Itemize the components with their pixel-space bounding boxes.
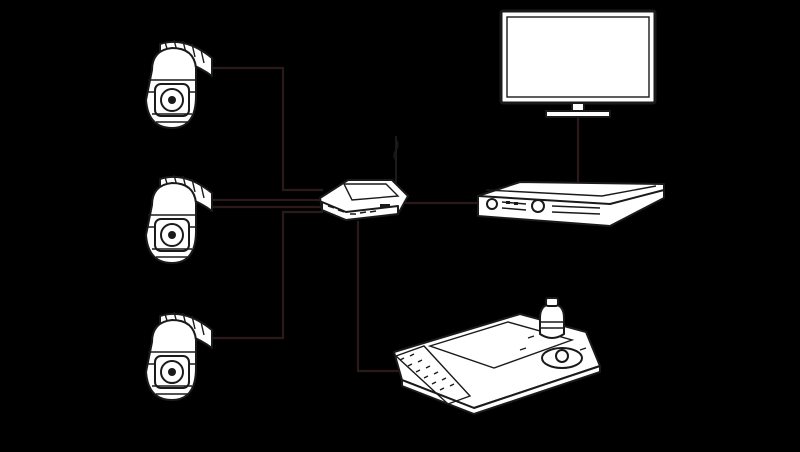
ptz-dome-camera-icon bbox=[145, 39, 213, 129]
cable-switch-to-controller bbox=[356, 220, 402, 373]
cable-camera-1-to-switch bbox=[212, 66, 324, 192]
network-switch-icon bbox=[319, 136, 409, 221]
ptz-dome-camera-icon bbox=[145, 174, 213, 264]
ptz-dome-camera-icon bbox=[145, 311, 213, 401]
nvr-recorder-icon bbox=[477, 181, 665, 227]
cable-group bbox=[212, 66, 580, 373]
monitor-icon bbox=[499, 9, 657, 118]
cable-camera-3-to-switch bbox=[212, 210, 324, 340]
ptz-keyboard-controller-icon bbox=[393, 297, 601, 415]
